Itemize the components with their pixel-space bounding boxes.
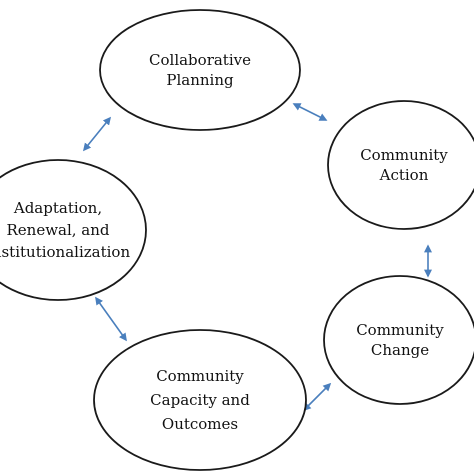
node-ellipse-community-capacity bbox=[93, 329, 307, 471]
node-label-adaptation-renewal: Renewal, and bbox=[6, 221, 109, 239]
node-label-community-action: Action bbox=[379, 166, 429, 184]
nodes-layer: CollaborativePlanningCommunityActionComm… bbox=[0, 9, 474, 471]
node-label-community-action: Community bbox=[360, 146, 448, 164]
node-ellipse-adaptation-renewal bbox=[0, 159, 147, 301]
node-label-collaborative-planning: Planning bbox=[166, 71, 234, 89]
node-label-adaptation-renewal: Institutionalization bbox=[0, 243, 130, 261]
node-ellipse-community-action bbox=[327, 100, 474, 230]
node-label-community-capacity: Capacity and bbox=[150, 391, 250, 409]
node-label-adaptation-renewal: Adaptation, bbox=[13, 199, 102, 217]
node-ellipse-community-change bbox=[323, 275, 474, 405]
node-label-collaborative-planning: Collaborative bbox=[149, 51, 251, 69]
double-arrow-community-change-to-community-capacity bbox=[302, 382, 332, 412]
connections-layer bbox=[82, 103, 432, 412]
node-ellipse-collaborative-planning bbox=[99, 9, 301, 131]
double-arrow-adaptation-renewal-to-collaborative-planning bbox=[82, 116, 112, 152]
node-label-community-capacity: Community bbox=[156, 367, 244, 385]
node-label-community-change: Community bbox=[356, 321, 444, 339]
double-arrow-community-capacity-to-adaptation-renewal bbox=[95, 296, 127, 342]
double-arrow-collaborative-planning-to-community-action bbox=[292, 103, 328, 121]
node-label-community-capacity: Outcomes bbox=[162, 415, 238, 433]
node-adaptation-renewal: Adaptation, Renewal, andInstitutionalizat… bbox=[0, 159, 147, 301]
node-label-community-change: Change bbox=[371, 341, 429, 359]
